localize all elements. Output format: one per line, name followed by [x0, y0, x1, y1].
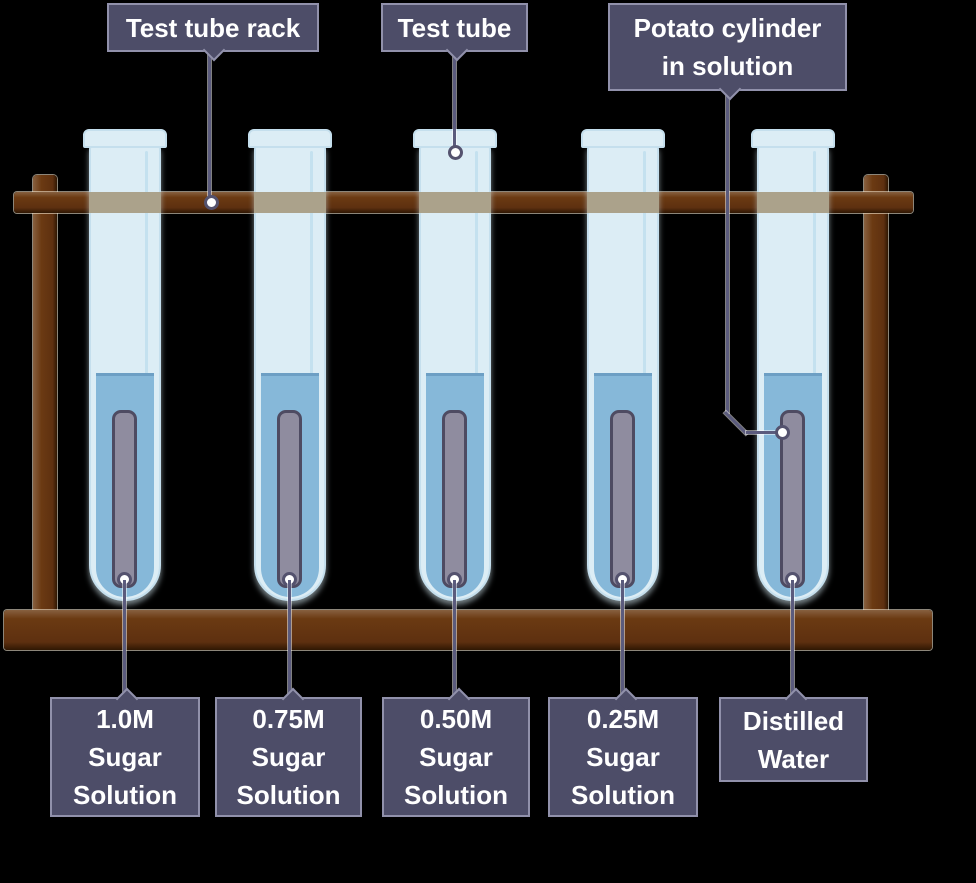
label-text: 0.75M [252, 704, 325, 734]
label-potato-cylinder: Potato cylinder in solution [608, 3, 847, 101]
glass-highlight [310, 151, 313, 375]
label-text: Distilled [742, 705, 845, 736]
glass-highlight [643, 151, 646, 375]
rack-rail-behind-glass [254, 192, 326, 213]
potato-cylinder-2 [277, 410, 302, 588]
label-text: Solution [571, 780, 675, 810]
label-text: Sugar [88, 742, 162, 772]
label-text: Sugar [586, 742, 660, 772]
leader-line-solution-2 [288, 580, 291, 700]
label-solution-3: 0.50M Sugar Solution [382, 687, 530, 817]
leader-line-test-tube-rack [208, 54, 211, 202]
potato-cylinder-4 [610, 410, 635, 588]
label-text: Water [757, 743, 830, 774]
label-text: Solution [236, 780, 341, 810]
rack-rail-behind-glass [757, 192, 829, 213]
rack-rail-behind-glass [587, 192, 659, 213]
leader-line-solution-5 [791, 580, 794, 700]
label-text: Solution [73, 780, 177, 810]
rack-rail-behind-glass [89, 192, 161, 213]
label-test-tube: Test tube [381, 3, 528, 62]
label-text: Solution [404, 780, 508, 810]
glass-highlight [475, 151, 478, 375]
tube-rim [83, 129, 167, 148]
label-solution-1: 1.0M Sugar Solution [50, 687, 200, 817]
tube-rim [751, 129, 835, 148]
label-text: 0.25M [586, 704, 660, 734]
label-text: in solution [661, 51, 794, 81]
marker-dot-rack [204, 195, 219, 210]
marker-dot-test-tube [448, 145, 463, 160]
test-tube-2 [248, 129, 332, 609]
rack-post-right [864, 175, 888, 610]
test-tube-3 [413, 129, 497, 609]
leader-line-test-tube [453, 54, 456, 152]
marker-dot-potato [775, 425, 790, 440]
test-tube-1 [83, 129, 167, 609]
glass-highlight [813, 151, 816, 375]
leader-line-solution-1 [123, 580, 126, 700]
label-text: Sugar [419, 742, 493, 772]
label-text: Sugar [251, 742, 326, 772]
label-text: Potato cylinder [633, 13, 822, 43]
leader-line-solution-3 [453, 580, 456, 700]
glass-highlight [145, 151, 148, 375]
potato-cylinder-1 [112, 410, 137, 588]
leader-line-solution-4 [621, 580, 624, 700]
leader-line-potato-horizontal [746, 431, 778, 434]
label-solution-4: 0.25M Sugar Solution [548, 687, 698, 817]
rack-base [4, 610, 932, 650]
test-tube-4 [581, 129, 665, 609]
label-solution-2: 0.75M Sugar Solution [215, 687, 362, 817]
label-distilled-water: Distilled Water [719, 687, 868, 782]
label-test-tube-rack: Test tube rack [107, 3, 319, 62]
label-text: Test tube [397, 12, 512, 43]
rack-post-left [33, 175, 57, 610]
leader-line-potato-diagonal [723, 411, 748, 436]
tube-rim [581, 129, 665, 148]
leader-line-potato-vertical [726, 93, 729, 413]
test-tube-5 [751, 129, 835, 609]
label-text: Test tube rack [125, 12, 301, 43]
tube-rim [248, 129, 332, 148]
label-text: 0.50M [419, 704, 493, 734]
rack-rail-behind-glass [419, 192, 491, 213]
potato-cylinder-3 [442, 410, 467, 588]
